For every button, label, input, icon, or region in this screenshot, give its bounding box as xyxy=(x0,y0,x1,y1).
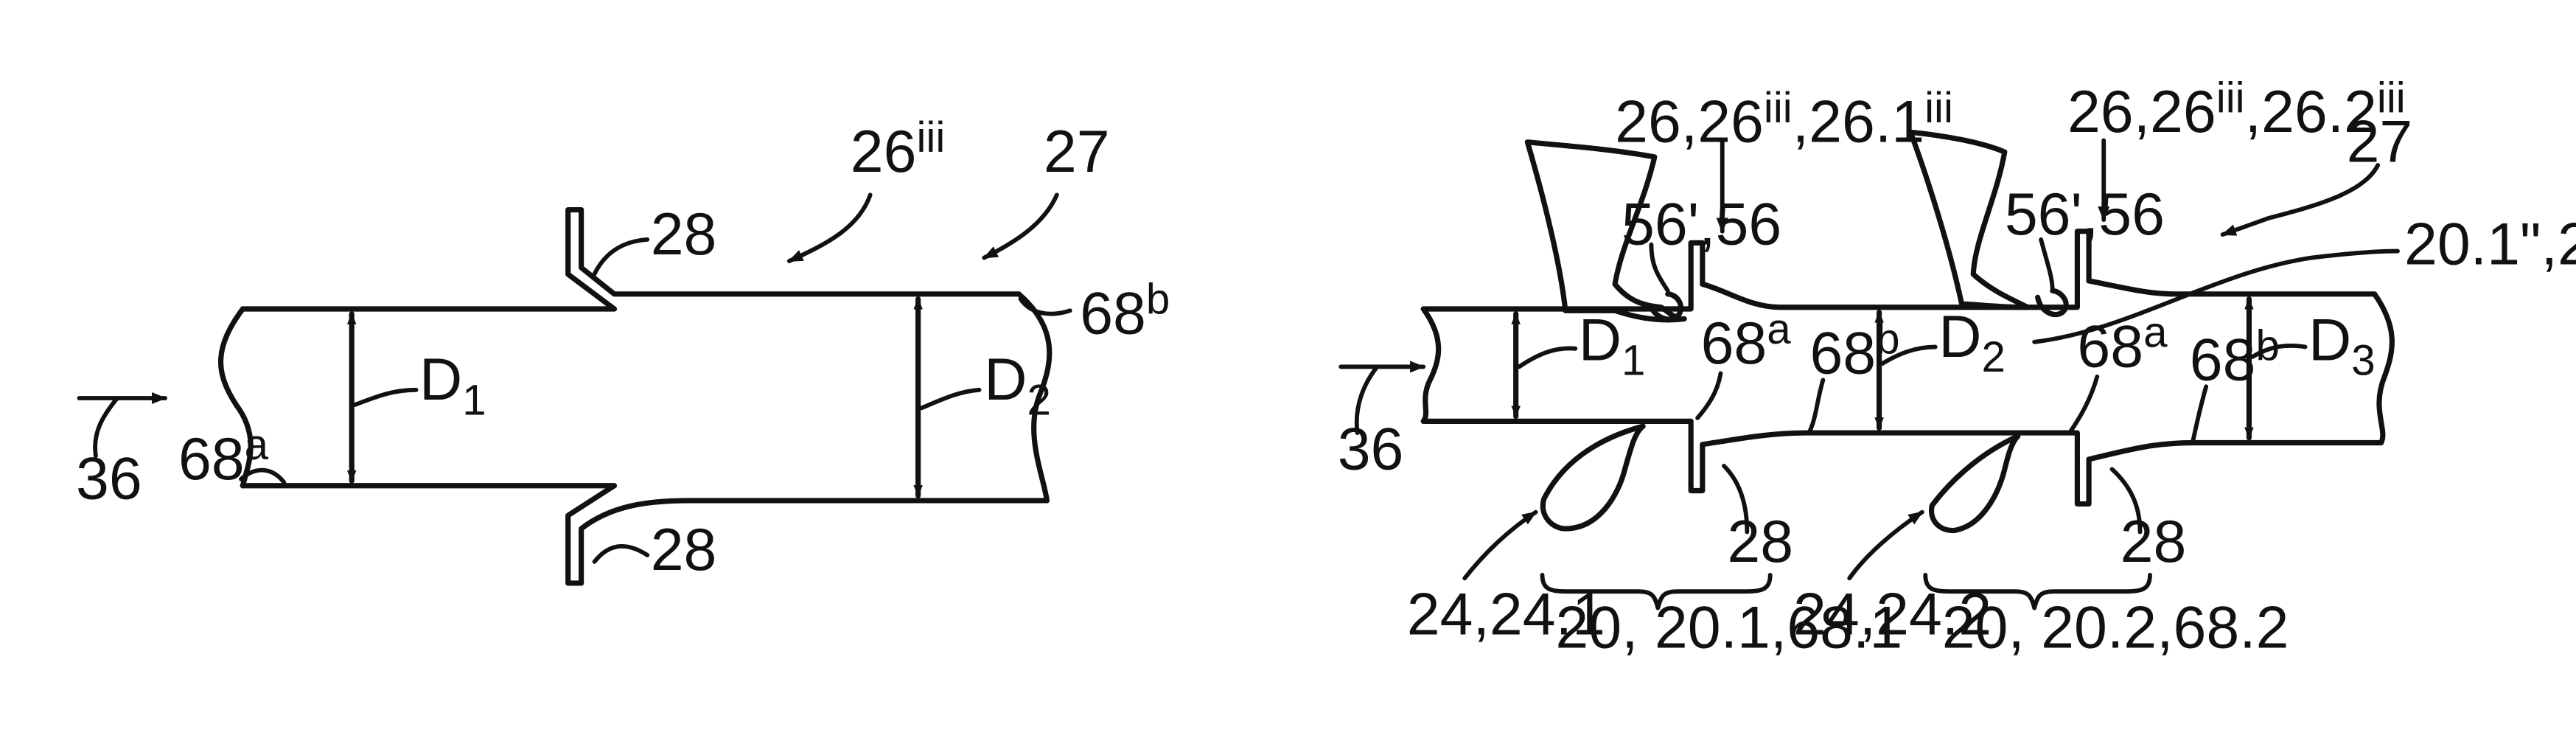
left-label-68a: 68a xyxy=(178,421,269,493)
right-label-36: 36 xyxy=(1338,416,1404,482)
right-lower-vane-1 xyxy=(1543,426,1643,529)
left-27-arrow xyxy=(984,195,1057,257)
left-figure: 26iii 27 28 28 68b 68a 36 D1 D2 xyxy=(76,114,1170,583)
left-label-D2: D2 xyxy=(984,347,1051,424)
left-D2-leader xyxy=(921,390,979,408)
right-label-68b-1: 68b xyxy=(1809,316,1899,387)
right-label-68b-2: 68b xyxy=(2190,321,2280,393)
left-D1-leader xyxy=(355,390,416,405)
right-24-2-arrow xyxy=(1849,512,1922,579)
right-inlet-break-line xyxy=(1423,309,1438,421)
left-label-36: 36 xyxy=(76,446,142,512)
right-nozzle-1-lower-lip xyxy=(1691,421,2025,490)
right-68b-1-leader xyxy=(1809,380,1823,431)
left-28-bot-leader xyxy=(595,546,648,562)
right-nozzle-2-lower-lip xyxy=(2025,433,2381,504)
left-26-arrow xyxy=(789,195,870,261)
left-68a-leader xyxy=(241,470,284,483)
left-label-68b: 68b xyxy=(1080,276,1170,347)
right-label-68a-1: 68a xyxy=(1701,305,1792,377)
right-loop-56-2 xyxy=(2038,290,2067,314)
right-figure: 26,26iii,26.1iii 26,26iii,26.2iii 27 56'… xyxy=(1338,74,2576,661)
right-27-arrow xyxy=(2223,165,2378,234)
right-label-20-20-1-68-1: 20, 20.1,68.1 xyxy=(1555,594,1902,661)
left-label-27: 27 xyxy=(1044,119,1110,185)
left-label-26iii: 26iii xyxy=(851,114,946,185)
right-label-28-1: 28 xyxy=(1727,509,1793,575)
left-label-28-top: 28 xyxy=(651,201,717,268)
left-label-D1: D1 xyxy=(419,347,486,424)
right-label-26-26iii-26-1iii: 26,26iii,26.1iii xyxy=(1615,84,1953,156)
left-label-28-bottom: 28 xyxy=(651,517,717,583)
right-label-56-56-1: 56',56 xyxy=(1622,192,1781,258)
right-label-20-1pp-20-2p: 20.1",20.2' xyxy=(2404,212,2576,278)
right-label-D2: D2 xyxy=(1938,304,2006,381)
right-label-D3: D3 xyxy=(2308,307,2376,384)
right-68a-2-leader xyxy=(2070,377,2097,431)
right-68b-2-leader xyxy=(2193,386,2206,441)
right-label-20-20-2-68-2: 20, 20.2,68.2 xyxy=(1942,594,2289,661)
right-68a-1-leader xyxy=(1697,373,1720,417)
right-label-68a-2: 68a xyxy=(2077,309,2168,380)
right-label-27: 27 xyxy=(2347,109,2413,175)
left-lower-expansion xyxy=(568,486,1047,583)
right-label-56-56-2: 56',56 xyxy=(2005,181,2165,248)
right-outlet-break-line xyxy=(2375,294,2392,443)
right-D1-leader xyxy=(1519,348,1575,366)
left-28-top-leader xyxy=(593,240,647,278)
right-24-1-arrow xyxy=(1465,512,1535,579)
right-lower-vane-2 xyxy=(1932,436,2018,531)
right-label-28-2: 28 xyxy=(2121,509,2187,575)
